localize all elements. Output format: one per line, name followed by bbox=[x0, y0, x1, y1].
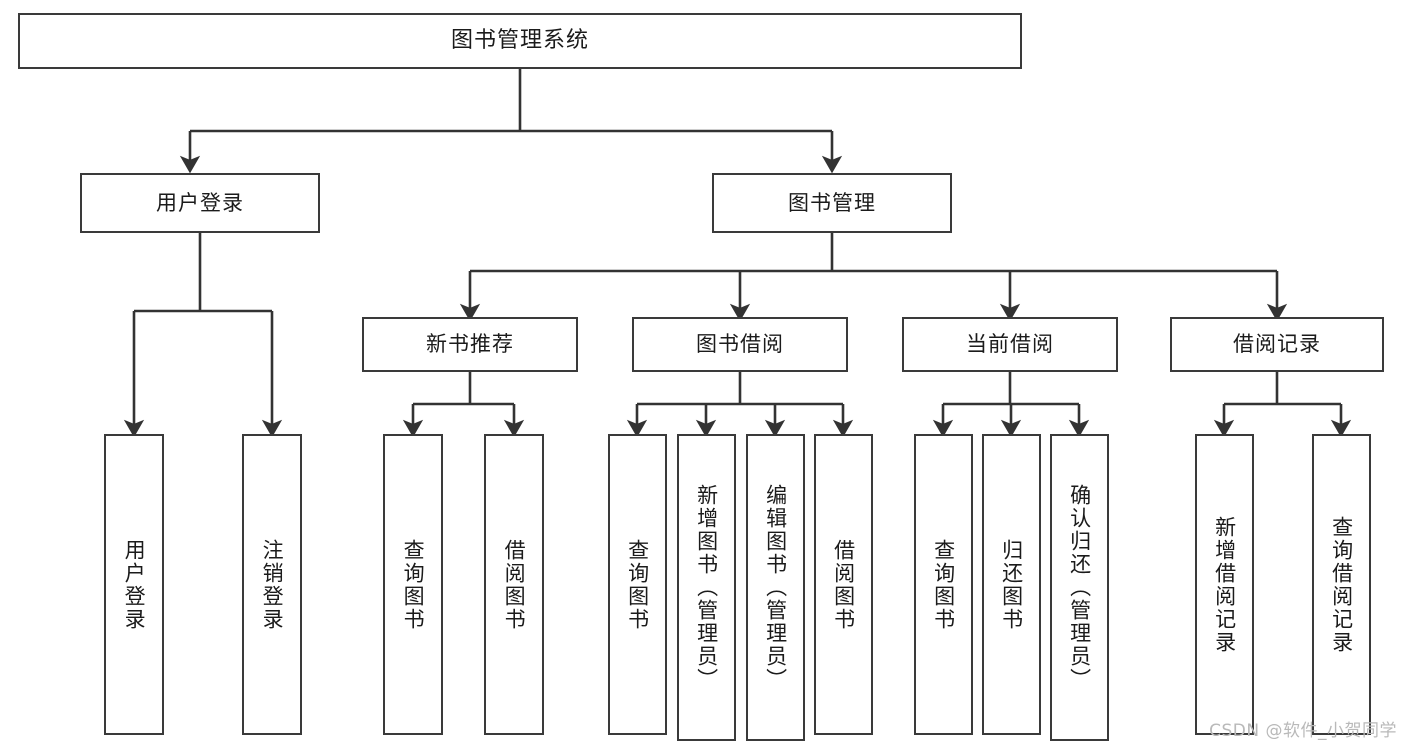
node-current-borrow-label: 当前借阅 bbox=[966, 332, 1054, 357]
node-leaf-confirm-return-label: 确认归还（管理员） bbox=[1067, 484, 1092, 691]
node-borrow-record[interactable]: 借阅记录 bbox=[1170, 317, 1384, 372]
node-borrow-record-label: 借阅记录 bbox=[1233, 332, 1321, 357]
node-leaf-borrow-book-2-label: 借阅图书 bbox=[831, 538, 856, 631]
node-current-borrow[interactable]: 当前借阅 bbox=[902, 317, 1118, 372]
node-leaf-logout-login[interactable]: 注销登录 bbox=[242, 434, 302, 735]
csdn-watermark: CSDN @软件_小贺同学 bbox=[1209, 721, 1397, 741]
node-leaf-query-book-2[interactable]: 查询图书 bbox=[608, 434, 667, 735]
node-user-login[interactable]: 用户登录 bbox=[80, 173, 320, 233]
node-leaf-query-book-1[interactable]: 查询图书 bbox=[383, 434, 443, 735]
node-leaf-add-record-label: 新增借阅记录 bbox=[1212, 515, 1237, 654]
node-leaf-add-book-label: 新增图书（管理员） bbox=[694, 484, 719, 691]
node-leaf-borrow-book-2[interactable]: 借阅图书 bbox=[814, 434, 873, 735]
node-leaf-query-book-2-label: 查询图书 bbox=[625, 538, 650, 631]
node-root[interactable]: 图书管理系统 bbox=[18, 13, 1022, 69]
node-leaf-query-book-3[interactable]: 查询图书 bbox=[914, 434, 973, 735]
node-leaf-return-book-label: 归还图书 bbox=[999, 538, 1024, 631]
node-leaf-borrow-book-1[interactable]: 借阅图书 bbox=[484, 434, 544, 735]
node-user-login-label: 用户登录 bbox=[156, 190, 244, 215]
node-leaf-add-record[interactable]: 新增借阅记录 bbox=[1195, 434, 1254, 735]
node-leaf-confirm-return[interactable]: 确认归还（管理员） bbox=[1050, 434, 1109, 741]
node-book-borrow[interactable]: 图书借阅 bbox=[632, 317, 848, 372]
node-leaf-add-book[interactable]: 新增图书（管理员） bbox=[677, 434, 736, 741]
node-leaf-return-book[interactable]: 归还图书 bbox=[982, 434, 1041, 735]
node-leaf-edit-book-label: 编辑图书（管理员） bbox=[763, 484, 788, 691]
node-leaf-edit-book[interactable]: 编辑图书（管理员） bbox=[746, 434, 805, 741]
node-leaf-borrow-book-1-label: 借阅图书 bbox=[502, 538, 527, 631]
node-leaf-query-book-1-label: 查询图书 bbox=[401, 538, 426, 631]
node-leaf-query-record[interactable]: 查询借阅记录 bbox=[1312, 434, 1371, 735]
node-book-borrow-label: 图书借阅 bbox=[696, 332, 784, 357]
node-leaf-user-login-label: 用户登录 bbox=[122, 538, 147, 631]
node-root-label: 图书管理系统 bbox=[450, 28, 589, 54]
node-new-book-recommend[interactable]: 新书推荐 bbox=[362, 317, 578, 372]
node-book-management-label: 图书管理 bbox=[788, 190, 876, 215]
node-book-management[interactable]: 图书管理 bbox=[712, 173, 952, 233]
node-new-book-recommend-label: 新书推荐 bbox=[426, 332, 514, 357]
node-leaf-query-book-3-label: 查询图书 bbox=[931, 538, 956, 631]
node-leaf-query-record-label: 查询借阅记录 bbox=[1329, 515, 1354, 654]
node-leaf-user-login[interactable]: 用户登录 bbox=[104, 434, 164, 735]
node-leaf-logout-login-label: 注销登录 bbox=[260, 538, 285, 631]
